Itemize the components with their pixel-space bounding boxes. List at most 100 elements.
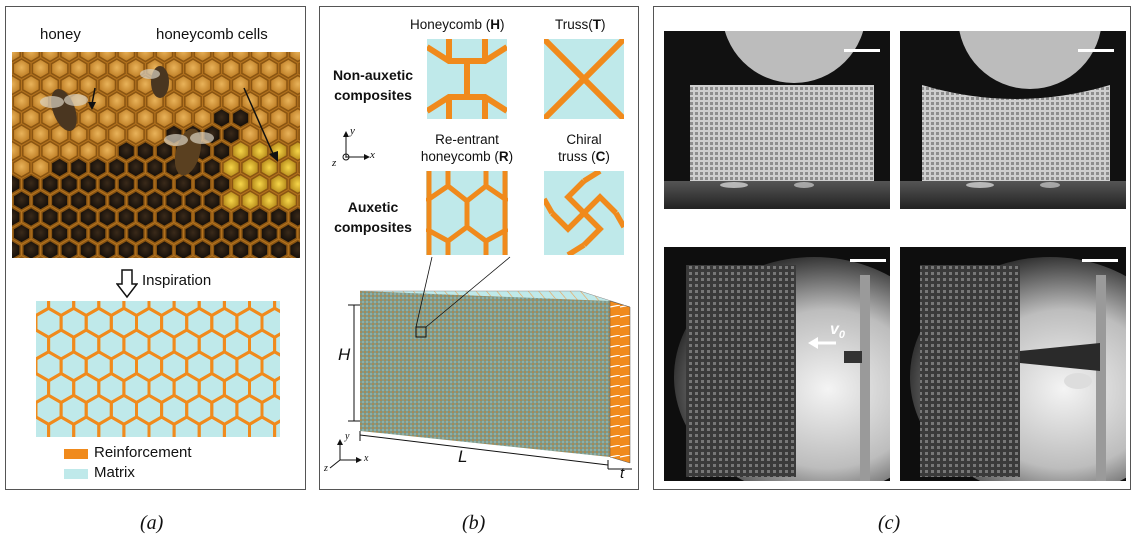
photo-hex-cell	[12, 190, 31, 211]
photo-hex-cell	[155, 52, 174, 63]
photo-hex-cell	[260, 58, 279, 79]
photo-hex-cell	[203, 91, 222, 112]
photo-hex-cell	[60, 206, 79, 228]
photo-hex-cell	[212, 140, 231, 162]
photo-hex-cell	[113, 256, 120, 258]
bee-icon	[40, 88, 88, 132]
hex-cell	[197, 415, 226, 437]
photo-hex-cell	[107, 124, 126, 145]
cell-label-reentrant: Re-entrant honeycomb (R)	[420, 132, 514, 164]
photo-hex-cell	[184, 223, 202, 244]
photo-hex-cell	[41, 239, 60, 258]
photo-hex-cell	[174, 107, 193, 129]
photo-hex-cell	[241, 223, 260, 244]
photo-hex-cell	[269, 74, 288, 96]
photo-hex-cell	[136, 140, 155, 162]
photo-hex-cell	[88, 190, 107, 211]
photo-hex-cell	[231, 206, 250, 228]
photo-hex-cell	[31, 58, 50, 79]
photo-hex-cell	[69, 124, 88, 145]
photo-hex-cell	[164, 190, 183, 211]
photo-hex-cell	[41, 206, 60, 228]
photo-hex-cell	[12, 239, 21, 258]
photo-hex-cell	[193, 107, 212, 129]
photo-hex-cell	[231, 140, 250, 162]
photo-hex-cell	[126, 124, 145, 145]
photo-hex-cell	[193, 52, 212, 63]
photo-hex-cell	[69, 190, 88, 211]
photo-hex-cell	[79, 107, 98, 129]
photo-hex-cell	[75, 256, 82, 258]
dimension-H-label: H	[338, 345, 351, 364]
photo-hex-cell	[298, 194, 300, 207]
photo-hex-cell	[50, 124, 69, 145]
legend-label: Matrix	[94, 464, 135, 481]
photo-hex-cell	[88, 124, 107, 145]
photo-hex-cell	[203, 58, 222, 79]
axis-z-label: z	[332, 157, 337, 169]
photo-hex-cell	[298, 227, 300, 240]
photo-hex-cell	[98, 140, 117, 162]
hex-cell	[147, 415, 176, 437]
photo-hex-cell	[222, 190, 241, 211]
axis-x-label: x	[370, 149, 375, 161]
photo-hex-cell	[22, 107, 41, 129]
photo-hex-cell	[269, 52, 288, 63]
photo-hex-cell	[31, 124, 50, 145]
photo-hex-cell	[56, 256, 63, 258]
photo-hex-cell	[136, 107, 155, 129]
scale-bar	[844, 49, 880, 52]
photo-hex-cell	[222, 124, 241, 145]
photo-quasistatic-before	[664, 31, 890, 209]
photo-hex-cell	[155, 239, 174, 258]
photo-hex-cell	[107, 223, 126, 244]
dimension-t-label: t	[620, 465, 625, 482]
photo-hex-cell	[288, 206, 300, 228]
bee-icon	[140, 66, 169, 98]
photo-hex-cell	[184, 91, 202, 112]
photo-hex-cell	[288, 52, 300, 63]
photo-hex-cell	[31, 223, 50, 244]
photo-hex-cell	[164, 91, 183, 112]
photo-hex-cell	[203, 223, 222, 244]
photo-hex-cell	[117, 107, 136, 129]
scale-bar	[850, 259, 886, 262]
photo-hex-cell	[174, 239, 193, 258]
hex-cell	[97, 415, 126, 437]
unit-cell-chiral	[544, 171, 624, 255]
honeycomb-photo	[12, 52, 300, 258]
photo-hex-cell	[193, 239, 212, 258]
hex-cell	[248, 415, 277, 437]
axis-y-label: y	[350, 125, 355, 137]
photo-hex-cell	[41, 173, 60, 195]
axis-x-label-bottom: x	[364, 453, 369, 464]
photo-hex-cell	[222, 157, 241, 178]
photo-hex-cell	[222, 58, 241, 79]
photo-hex-cell	[98, 206, 117, 228]
photo-hex-cell	[136, 52, 155, 63]
photo-hex-cell	[79, 173, 98, 195]
legend-label: Reinforcement	[94, 444, 192, 461]
photo-hex-cell	[22, 173, 41, 195]
photo-hex-cell	[279, 157, 298, 178]
photo-hex-cell	[60, 52, 79, 63]
hex-cell	[47, 415, 76, 437]
axis-triad-icon	[342, 131, 370, 161]
photo-hex-cell	[208, 256, 216, 258]
photo-hex-cell	[193, 206, 212, 228]
photo-hex-cell	[241, 157, 260, 178]
photo-hex-cell	[117, 74, 136, 96]
photo-hex-cell	[50, 190, 69, 211]
photo-hex-cell	[50, 157, 69, 178]
panel-c: v0	[653, 6, 1131, 490]
photo-hex-cell	[60, 239, 79, 258]
photo-hex-cell	[117, 206, 136, 228]
photo-hex-cell	[12, 206, 21, 228]
photo-hex-cell	[69, 58, 88, 79]
photo-hex-cell	[50, 223, 69, 244]
photo-hex-cell	[107, 58, 126, 79]
photo-hex-cell	[126, 223, 145, 244]
photo-hex-cell	[145, 157, 164, 178]
photo-hex-cell	[269, 140, 288, 162]
photo-hex-cell	[22, 206, 41, 228]
